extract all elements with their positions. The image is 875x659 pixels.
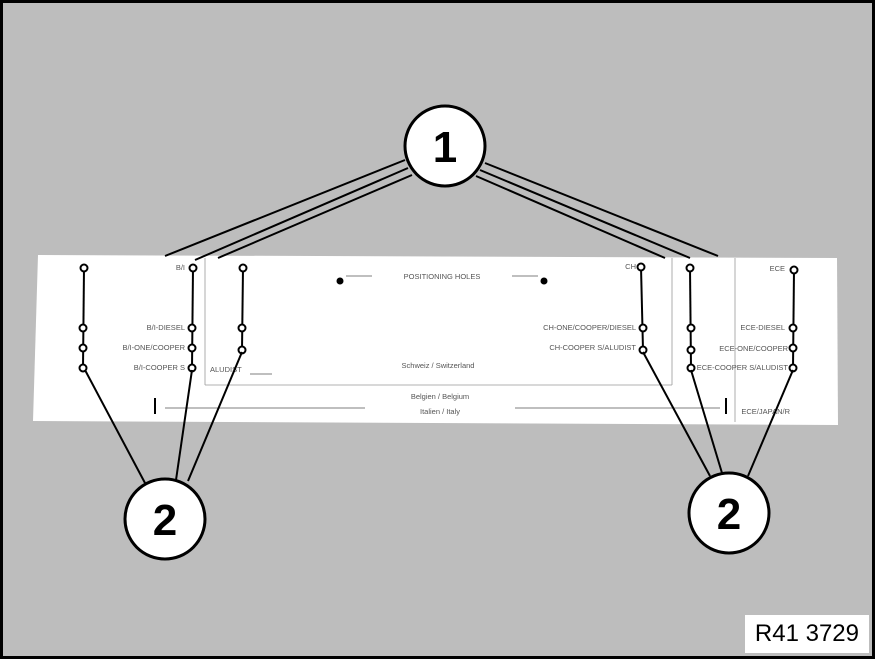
leader-lines-1 <box>164 159 719 261</box>
positioning-holes: POSITIONING HOLES <box>336 272 548 285</box>
leader-lines-2-right <box>642 351 794 477</box>
label-belgium: Belgien / Belgium <box>411 392 469 401</box>
right-labels: ECE ECE-DIESEL ECE-ONE/COOPER ECE-COOPER… <box>697 264 791 416</box>
strip-posts <box>154 398 727 414</box>
callout-1: 1 <box>403 104 487 188</box>
label-ch: CH <box>625 262 636 271</box>
label-ece-diesel: ECE-DIESEL <box>740 323 785 332</box>
label-switzerland: Schweiz / Switzerland <box>402 361 475 370</box>
callout-number-2-left: 2 <box>153 496 177 545</box>
callout-circle-1 <box>403 104 487 188</box>
label-bi-cooper-s: B/I-COOPER S <box>134 363 185 372</box>
label-ece-one-cooper: ECE-ONE/COOPER <box>719 344 788 353</box>
label-bi: B/I <box>176 263 185 272</box>
label-ece-japan: ECE/JAPAN/R <box>741 407 790 416</box>
label-aludist-left: ALUDIST <box>210 365 242 374</box>
label-bi-one-cooper: B/I-ONE/COOPER <box>122 343 185 352</box>
callout-circle-2-right <box>687 471 771 555</box>
callout-2-right: 2 <box>687 471 771 555</box>
positioning-hole-left <box>336 277 344 285</box>
leader-lines-2-left <box>84 351 243 484</box>
label-strip <box>33 255 838 425</box>
right-middle-labels: CH CH-ONE/COOPER/DIESEL CH-COOPER S/ALUD… <box>543 262 636 352</box>
callout-number-1: 1 <box>433 123 457 172</box>
callout-circle-2-left <box>123 477 207 561</box>
label-ch-cooper-s-aludist: CH-COOPER S/ALUDIST <box>549 343 636 352</box>
label-ch-one-cooper-diesel: CH-ONE/COOPER/DIESEL <box>543 323 636 332</box>
callout-2-left: 2 <box>123 477 207 561</box>
positioning-hole-right <box>540 277 548 285</box>
label-bi-diesel: B/I-DIESEL <box>147 323 185 332</box>
label-ece-cooper-s-aludist: ECE-COOPER S/ALUDIST <box>697 363 789 372</box>
callout-number-2-right: 2 <box>717 490 741 539</box>
label-italy: Italien / Italy <box>420 407 460 416</box>
center-labels: Schweiz / Switzerland Belgien / Belgium … <box>165 361 720 416</box>
left-labels: B/I B/I-DIESEL B/I-ONE/COOPER B/I-COOPER… <box>122 263 242 374</box>
reference-code: R41 3729 <box>744 615 869 653</box>
strip-sections <box>204 258 736 422</box>
label-ece: ECE <box>770 264 785 273</box>
positioning-holes-label: POSITIONING HOLES <box>404 272 481 281</box>
